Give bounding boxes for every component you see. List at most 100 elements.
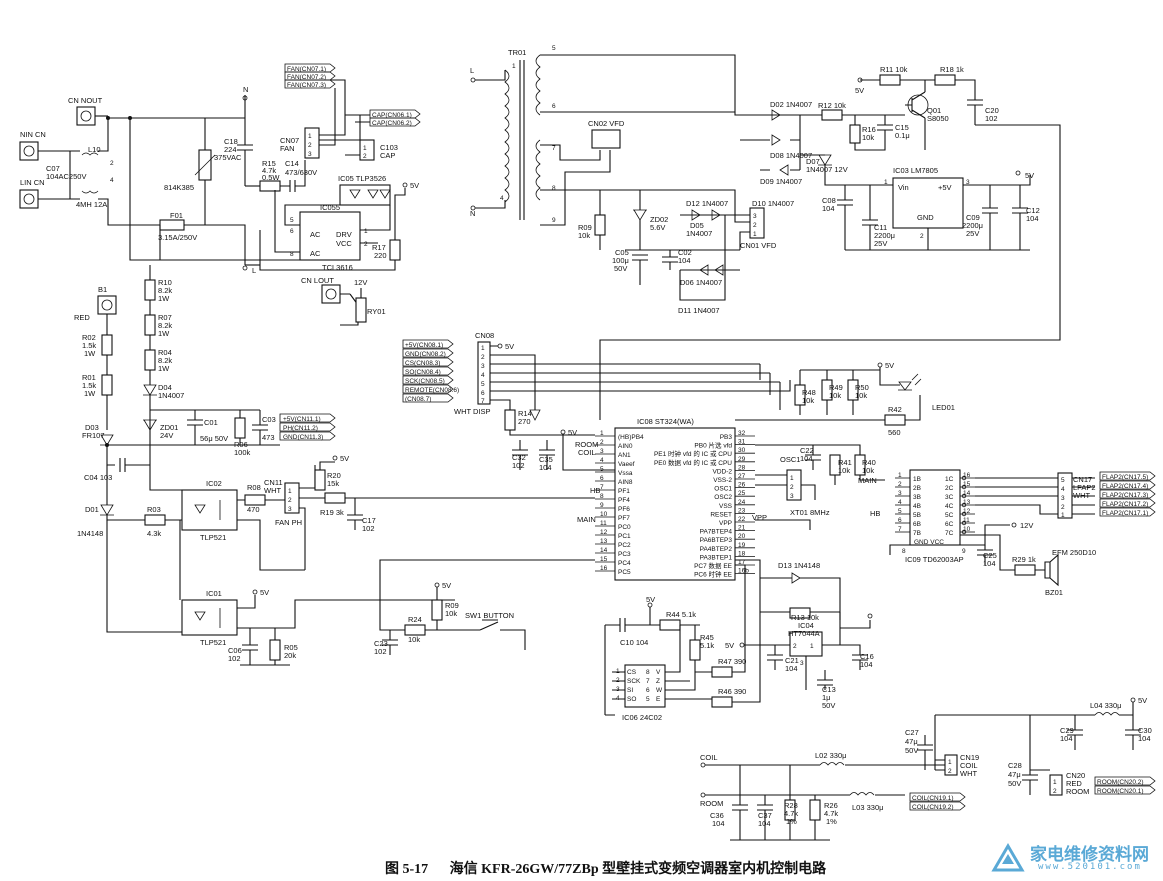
mcu-right-pin-label: PE0 数据 vfd 的 IC 或 CPU (654, 458, 732, 467)
r04-value: 8.2k (158, 356, 172, 365)
r19: R19 3k (320, 508, 344, 517)
mcu-left-pin-num: 2 (600, 439, 604, 446)
mcu-5v: 5V (568, 428, 577, 437)
c14-name: C14 (285, 159, 299, 168)
d05-value: 1N4007 (686, 229, 712, 238)
ic055-ac2: AC (310, 249, 321, 258)
mcu-left-pin-num: 15 (600, 556, 608, 563)
cn11-gnd: GND(CN11.3) (283, 434, 323, 441)
r48-name: R48 (802, 388, 816, 397)
ic03-vin: Vin (898, 183, 909, 192)
c35-value: 104 (539, 463, 552, 472)
svg-text:7: 7 (552, 145, 556, 152)
r49-value: 10k (829, 391, 841, 400)
driver-in-num: 7 (898, 526, 902, 533)
c11-value: 2200μ (874, 231, 895, 240)
mcu-right-pin-num: 26 (738, 482, 746, 489)
c25-name: C25 (983, 551, 997, 560)
driver-out-dot (961, 493, 967, 499)
flap-labels: FLAP2(CN17.5) FLAP2(CN17.4) FLAP2(CN17.3… (1099, 471, 1156, 517)
r03-value: 4.3k (147, 529, 161, 538)
reset-5v: 5V (725, 641, 734, 650)
c17-value: 102 (362, 524, 375, 533)
terminal-nout (76, 106, 96, 126)
c32-value: 102 (512, 461, 525, 470)
l04: L04 330μ (1090, 701, 1121, 710)
svg-text:3: 3 (753, 213, 757, 220)
mcu-right-pin-label: OSC1 (714, 486, 732, 493)
driver-in-label: 6B (913, 521, 921, 528)
mcu-left-pin-label: PC4 (618, 560, 631, 567)
label-nin: NIN CN (20, 130, 46, 139)
svg-text:3: 3 (308, 151, 312, 158)
driver-out-dot (961, 529, 967, 535)
mcu-left-pin-num: 1 (600, 430, 604, 437)
fan-label-3: FAN(CN07.3) (287, 82, 326, 89)
r08-name: R08 (247, 483, 261, 492)
c12-name: C12 (1026, 206, 1040, 215)
r07-name: R07 (158, 313, 172, 322)
misc-5v: 5V (885, 361, 894, 370)
mcu-left-pin-label: (HB)PB4 (618, 434, 644, 441)
cn19-wht: WHT (960, 769, 977, 778)
mcu-left-pin-num: 10 (600, 511, 608, 518)
fan-label-2: FAN(CN07.2) (287, 74, 326, 81)
mcu-left-pin-num: 3 (600, 448, 604, 455)
mcu-right-pin-num: 23 (738, 507, 746, 514)
led01: LED01 (932, 403, 955, 412)
l10-name: L10 (88, 145, 101, 154)
r11: R11 10k (880, 65, 908, 74)
svg-text:2: 2 (920, 233, 924, 240)
r15-value: 4.7k (262, 166, 276, 175)
coil-label-1: COIL(CN19.1) (912, 795, 954, 802)
mcu-right-pin-label: PA3BTEP1 (700, 554, 733, 561)
d08: D08 1N4007 (770, 151, 812, 160)
svg-text:4: 4 (481, 372, 485, 379)
mcu-left-pin-label: PF6 (618, 506, 630, 513)
r02-watt: 1W (84, 349, 96, 358)
driver-in-label: 2B (913, 485, 921, 492)
mcu-left-pin-label: PF7 (618, 515, 630, 522)
mcu-left-pin-num: 14 (600, 547, 608, 554)
ic01-5v: 5V (260, 588, 269, 597)
svg-text:3: 3 (790, 493, 794, 500)
ic03 (892, 177, 964, 229)
flap-label-4: FLAP2(CN17.2) (1102, 501, 1148, 508)
c13-name: C13 (822, 685, 836, 694)
r10-watt: 1W (158, 294, 170, 303)
c28-name: C28 (1008, 761, 1022, 770)
svg-text:4: 4 (500, 195, 504, 202)
driver-out-label: 5C (945, 512, 954, 519)
r05-value: 20k (284, 651, 296, 660)
watermark-url: www.520101.com (1038, 862, 1142, 872)
r20-name: R20 (327, 471, 341, 480)
ic03-5v: 5V (1025, 171, 1034, 180)
left-lower-section: B1 RED R02 1.5k 1W R01 1.5k 1W D03 FR107… (74, 265, 595, 666)
svg-text:7: 7 (481, 398, 485, 405)
tcl-name: TCL3616 (322, 263, 353, 272)
svg-text:2: 2 (110, 160, 114, 167)
c16-name: C16 (860, 652, 874, 661)
svg-text:1: 1 (288, 488, 292, 495)
ic05-name: IC05 TLP3526 (338, 174, 386, 183)
r09b-value: 10k (445, 609, 457, 618)
mcu-right-pin-num: 25 (738, 490, 746, 497)
c09-volt: 25V (966, 229, 979, 238)
cn08-section: CN08 1 2 3 4 5 6 7 +5V(CN08.1) GND(CN08.… (402, 331, 791, 436)
r09-name: R09 (578, 223, 592, 232)
buzzer-name: BZ01 (1045, 588, 1063, 597)
svg-text:2: 2 (948, 768, 952, 775)
cn11-wht: WHT (264, 486, 281, 495)
c30-name: C30 (1138, 726, 1152, 735)
f01-value: 3.15A/250V (158, 233, 197, 242)
mcu-left-pin-label: PC5 (618, 569, 631, 576)
r41-value: 10k (838, 466, 850, 475)
driver-out-num: 14 (963, 490, 971, 497)
cn17-pin-5: 5 (1061, 477, 1065, 484)
c08-value: 104 (822, 204, 835, 213)
cn08-label-5: SCK(CN08.5) (405, 378, 445, 385)
r26-value: 4.7k (824, 809, 838, 818)
misc-hb: HB (870, 509, 880, 518)
d03-name: D03 (85, 423, 99, 432)
